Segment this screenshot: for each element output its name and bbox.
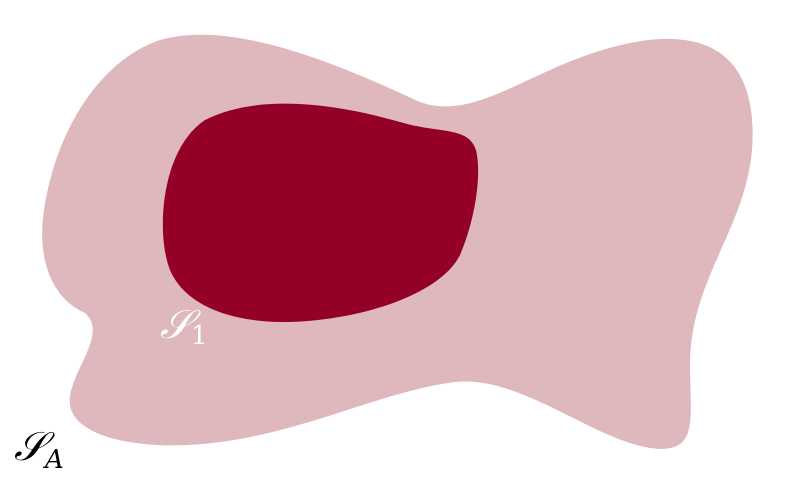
outer-set-label: 𝒮A — [14, 424, 64, 475]
outer-set-label-subscript: A — [43, 445, 64, 475]
inner-set-label-subscript: 1 — [191, 321, 208, 351]
inner-set-region — [162, 103, 479, 323]
